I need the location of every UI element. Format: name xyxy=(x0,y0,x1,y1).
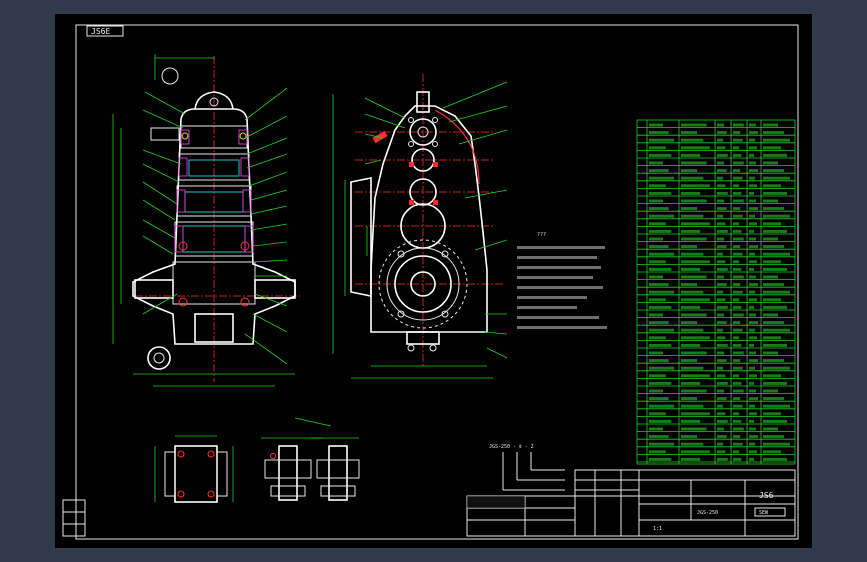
drawing-scale: 1:1 xyxy=(653,526,662,532)
foot-detail-2 xyxy=(294,417,360,501)
notes-title: ??? xyxy=(537,232,546,238)
sheet-border xyxy=(75,24,799,540)
revision-table xyxy=(62,499,86,537)
base-plan-view xyxy=(154,435,234,503)
title-block: JS6 JGS-250 1:1 SEW xyxy=(466,469,796,537)
cad-viewport[interactable]: JS6E xyxy=(55,14,812,548)
code-right: SEW xyxy=(759,510,769,516)
drawing-model: JGS-250 xyxy=(697,510,718,516)
parts-list xyxy=(636,119,796,465)
side-view xyxy=(332,74,508,379)
corner-tag-text: JS6E xyxy=(91,27,110,36)
drawing-sheet: JS6E xyxy=(62,24,799,540)
technical-notes: ??? xyxy=(517,232,607,329)
part-code: JGS-250 - Ⅱ - 2 xyxy=(489,444,565,491)
corner-tag-frame xyxy=(86,25,124,37)
section-view xyxy=(112,54,300,387)
part-code-text: JGS-250 - Ⅱ - 2 xyxy=(489,444,534,450)
foot-detail-1 xyxy=(261,437,323,501)
drawing-code: JS6 xyxy=(759,491,774,500)
